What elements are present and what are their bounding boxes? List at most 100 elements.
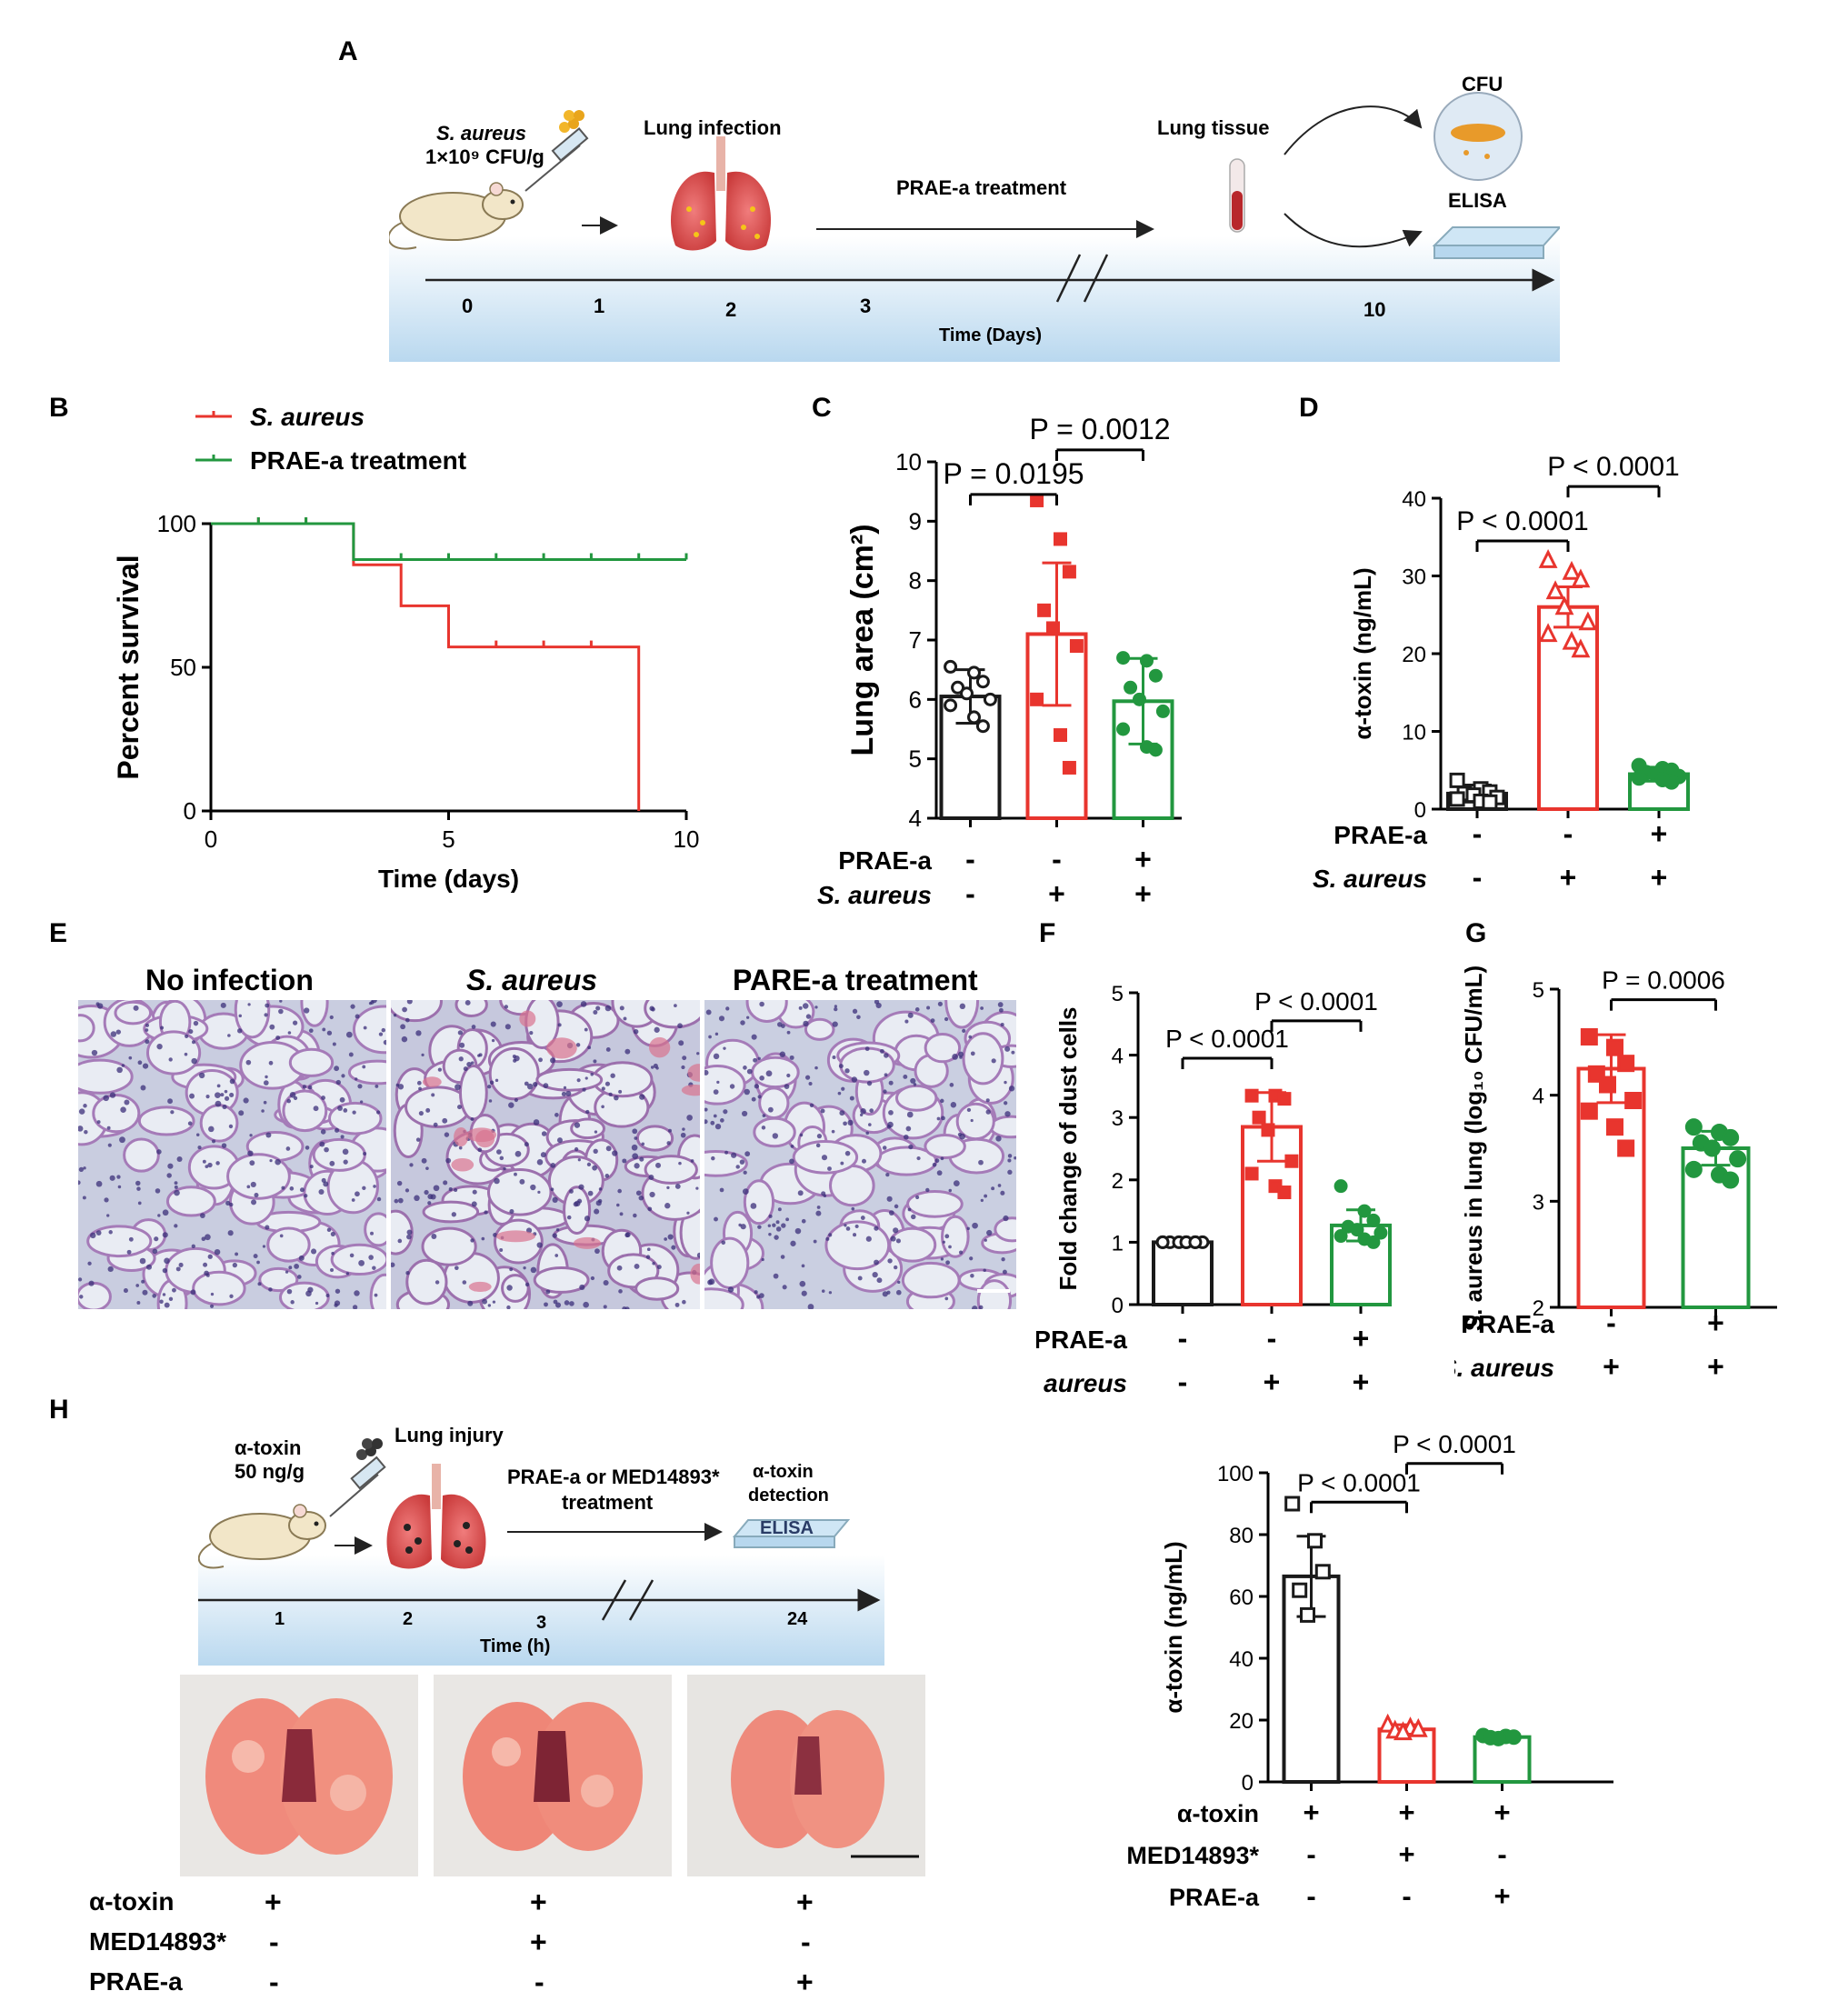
nucleus: [686, 1211, 690, 1215]
nucleus: [553, 1299, 558, 1305]
nucleus: [191, 1057, 197, 1065]
nucleus: [853, 1233, 857, 1237]
nucleus: [682, 1127, 685, 1131]
nucleus: [682, 1056, 687, 1061]
hemorrhage: [687, 1064, 700, 1082]
row-sign: +: [1651, 861, 1668, 894]
nucleus: [174, 1224, 178, 1228]
nucleus: [608, 1092, 613, 1096]
nucleus: [854, 1224, 859, 1229]
nucleus: [506, 1285, 513, 1291]
nucleus: [191, 1244, 195, 1248]
nucleus: [305, 1290, 312, 1297]
nucleus: [499, 1156, 504, 1161]
nucleus: [550, 1162, 556, 1168]
nucleus: [874, 1259, 879, 1266]
nucleus: [526, 1083, 534, 1090]
alveolus: [533, 1266, 590, 1294]
nucleus: [970, 1118, 974, 1123]
nucleus: [926, 1006, 931, 1010]
nucleus: [329, 1015, 334, 1020]
nucleus: [978, 1159, 984, 1166]
nucleus: [78, 1166, 85, 1173]
nucleus: [82, 1196, 86, 1200]
nucleus: [751, 1034, 757, 1040]
data-point: [1284, 1154, 1299, 1168]
nucleus: [467, 1300, 474, 1306]
nucleus: [936, 1116, 941, 1121]
photo-row-label-atoxin: α-toxin: [89, 1887, 175, 1916]
nucleus: [707, 1279, 714, 1286]
syringe-icon: [329, 1438, 386, 1517]
nucleus: [864, 1069, 870, 1076]
nucleus: [509, 1208, 514, 1215]
nucleus: [504, 1024, 511, 1030]
nucleus: [504, 1005, 509, 1009]
alveolus: [894, 1084, 938, 1112]
nucleus: [995, 1136, 1002, 1142]
nucleus: [805, 1014, 812, 1019]
p-value-label: P < 0.0001: [1165, 1025, 1289, 1053]
nucleus: [375, 1085, 379, 1088]
nucleus: [556, 1001, 563, 1007]
nucleus: [944, 1296, 949, 1301]
nucleus: [556, 1137, 563, 1144]
nucleus: [142, 1289, 148, 1296]
nucleus: [740, 1020, 745, 1026]
alveolus: [328, 1101, 383, 1136]
alveolus: [137, 1106, 195, 1136]
nucleus: [457, 1030, 464, 1036]
nucleus: [868, 1123, 872, 1126]
nucleus: [488, 1099, 493, 1103]
nucleus: [798, 1006, 803, 1010]
nucleus: [537, 1190, 541, 1194]
nucleus: [759, 1293, 764, 1298]
nucleus: [618, 1289, 623, 1294]
data-point: [1722, 1171, 1740, 1189]
nucleus: [91, 1049, 98, 1056]
nucleus: [958, 1051, 964, 1057]
nucleus: [287, 1031, 292, 1035]
data-point: [1062, 565, 1076, 579]
hemorrhage: [546, 1037, 577, 1059]
alveolus: [145, 1030, 202, 1076]
nucleus: [334, 1066, 340, 1072]
nucleus: [463, 1066, 468, 1072]
nucleus: [263, 1100, 267, 1105]
row-sign: -: [1178, 1366, 1188, 1398]
nucleus: [195, 1133, 200, 1137]
nucleus: [397, 1197, 404, 1204]
nucleus: [110, 1031, 117, 1037]
nucleus: [262, 1245, 266, 1248]
schematic-h-tick: 24: [787, 1609, 808, 1629]
data-point: [1148, 668, 1163, 683]
nucleus: [1004, 1046, 1011, 1052]
nucleus: [229, 1294, 234, 1298]
alveolus: [704, 1287, 744, 1309]
nucleus: [509, 1267, 514, 1272]
nucleus: [580, 1001, 587, 1007]
nucleus: [251, 1199, 257, 1206]
nucleus: [512, 1055, 516, 1059]
nucleus: [352, 1110, 356, 1115]
row-label: PRAE-a: [838, 846, 932, 875]
schematic-h-elisa: ELISA: [760, 1518, 814, 1538]
row-sign: -: [1473, 861, 1483, 894]
nucleus: [740, 1224, 746, 1230]
nucleus: [686, 1115, 693, 1121]
nucleus: [1007, 1154, 1013, 1158]
nucleus: [799, 1133, 804, 1137]
nucleus: [594, 1248, 600, 1255]
nucleus: [757, 1095, 762, 1099]
nucleus: [969, 1256, 974, 1261]
photo-sign: -: [801, 1926, 811, 1958]
nucleus: [443, 1180, 448, 1186]
nucleus: [209, 1304, 215, 1308]
data-point: [1261, 1123, 1275, 1137]
elisa-plate-icon: [1432, 226, 1560, 259]
nucleus: [536, 1242, 543, 1248]
data-point: [983, 692, 997, 706]
nucleus: [253, 1254, 258, 1259]
nucleus: [915, 1195, 920, 1200]
